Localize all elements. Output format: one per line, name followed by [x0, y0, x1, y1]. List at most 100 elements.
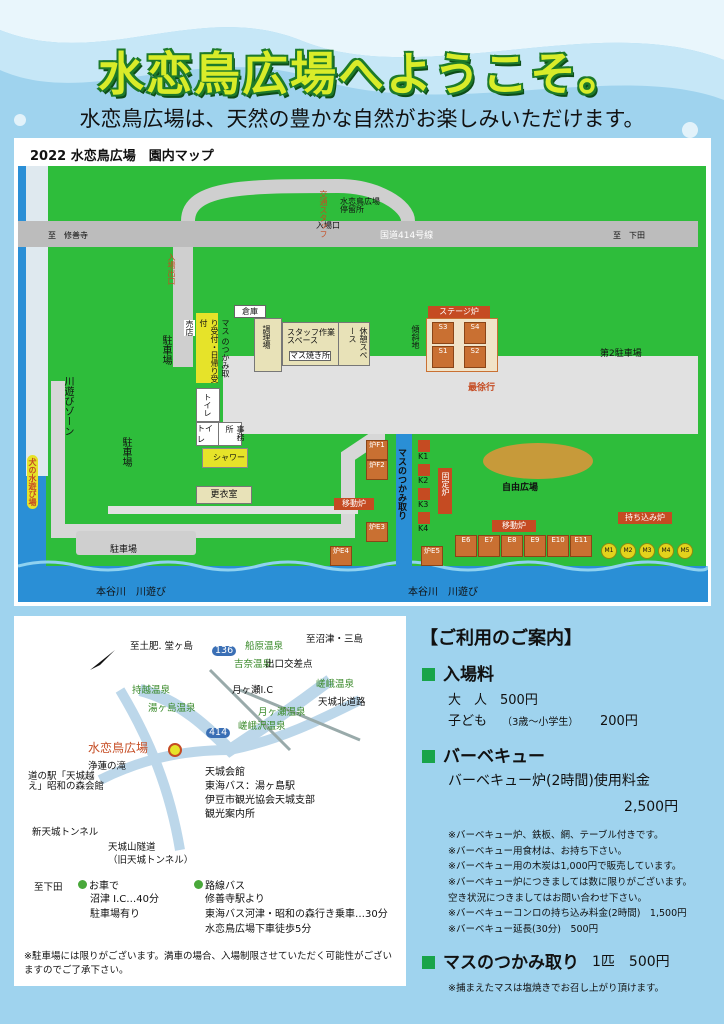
- bbq-note-3: ※バーベキュー炉につきましては数に限りがございます。: [448, 877, 693, 889]
- kitchen-label: 調理場: [262, 325, 271, 349]
- shin-tunnel: 新天城トンネル: [32, 827, 99, 838]
- tsukigase-onsen: 月ヶ瀬温泉: [258, 707, 306, 718]
- to-tsuchi: 至土肥. 堂ヶ島: [130, 641, 194, 652]
- bus-line-2: 東海バス河津・昭和の森行き乗車…30分: [205, 909, 388, 920]
- shop-label: 売店: [184, 320, 195, 336]
- mobile-furnace-label: 移動炉: [334, 498, 374, 510]
- office: 事務所: [218, 422, 245, 446]
- slow-zone-label: 最徐行: [468, 383, 496, 393]
- stage-S2: S2: [464, 346, 486, 368]
- park-map: [18, 166, 708, 602]
- michinoeki: 道の駅「天城越え」昭和の森会館: [28, 771, 105, 792]
- road-right-label: 至 下田: [613, 231, 645, 240]
- k1-marker: [418, 440, 430, 452]
- road-136: 136: [212, 646, 237, 656]
- k3-label: K3: [418, 500, 429, 509]
- tsukigase-ic: 月ヶ瀬I.C: [232, 685, 273, 696]
- warehouse: 倉庫: [234, 305, 266, 318]
- staff-space-label: スタッフ作業スペース: [287, 328, 335, 346]
- furnace-F1: 炉F1: [366, 440, 388, 460]
- masu-heading: マスのつかみ取り: [422, 948, 579, 973]
- exit-label: 入場出口: [167, 253, 176, 285]
- toilet1-label: トイレ: [203, 393, 212, 417]
- map-caption: 2022 水恋鳥広場 園内マップ: [30, 149, 214, 164]
- car-line-1: 沼津 I.C…40分: [90, 894, 160, 905]
- bus-stop-info: 東海バス：湯ヶ島駅: [205, 781, 295, 792]
- k2-marker: [418, 464, 430, 476]
- bbq-heading: バーベキュー: [422, 742, 545, 767]
- amagi-tunnel: 天城山隧道: [108, 842, 156, 853]
- carry-M4: M4: [658, 543, 674, 559]
- kitchen-building: 調理場: [254, 318, 282, 372]
- old-tunnel: （旧天城トンネル）: [108, 855, 194, 866]
- masu-reception-label: マス のつかみ取り受付・日帰り受付: [199, 319, 230, 383]
- masu-price: 1匹 500円: [592, 954, 670, 970]
- bbq-price: 2,500円: [624, 799, 679, 815]
- child-price: 200円: [600, 714, 638, 729]
- access-panel: [14, 616, 406, 986]
- kamogawa: 嵯峨温泉: [316, 679, 355, 690]
- office-label: 事務所: [225, 425, 245, 441]
- rest-space-label: 休憩スペース: [348, 327, 368, 359]
- parking-note: ※駐車場には限りがございます。満車の場合、入場制限させていただく可能性がございま…: [24, 951, 393, 977]
- gradient-label: 傾斜地: [411, 325, 420, 349]
- furnace-E6: E6: [455, 535, 477, 557]
- dog-area-label: 犬の水遊び場: [27, 455, 38, 509]
- furnace-E9: E9: [524, 535, 546, 557]
- river-left-label: 本谷川 川遊び: [96, 587, 166, 598]
- k2-label: K2: [418, 476, 429, 485]
- page-subtitle: 水恋鳥広場は、天然の豊かな自然がお楽しみいただけます。: [79, 107, 645, 131]
- fixed-furnace-label: 固定炉: [441, 472, 450, 496]
- bbq-fee: バーベキュー炉(2時間)使用料金: [448, 773, 650, 789]
- masu-note: ※捕まえたマスは塩焼きでお召し上がり頂けます。: [448, 983, 665, 994]
- mochikoshi: 持越温泉: [132, 685, 171, 696]
- parking-label-1: 駐車場: [160, 335, 171, 365]
- road-name-label: 国道414号線: [380, 231, 434, 241]
- carry-M5: M5: [677, 543, 693, 559]
- bbq-note-5: ※バーベキューコンロの持ち込み料金(2時間) 1,500円: [448, 908, 687, 920]
- access-map: [90, 650, 363, 851]
- bbq-note-1: ※バーベキュー用食材は、お持ち下さい。: [448, 845, 627, 857]
- to-shimoda: 至下田: [34, 882, 63, 893]
- road-414: 414: [206, 728, 231, 738]
- k3-marker: [418, 488, 430, 500]
- k4-label: K4: [418, 524, 429, 533]
- adult-price: 大 人 500円: [448, 693, 538, 708]
- shop-building: マス のつかみ取り受付・日帰り受付: [196, 313, 230, 383]
- joren-falls: 浄蓮の滝: [88, 761, 127, 772]
- bus-line-1: 修善寺駅より: [205, 894, 265, 905]
- masu-catch-label: マスのつかみ取り: [396, 448, 406, 520]
- bus-stop-label: 水恋鳥広場停留所: [340, 197, 380, 215]
- furnace-E11: E11: [570, 535, 592, 557]
- yoshina: 吉奈温泉: [234, 659, 273, 670]
- carry-M1: M1: [601, 543, 617, 559]
- mobile-furnace-label-2: 移動炉: [492, 520, 536, 532]
- furnace-E7: E7: [478, 535, 500, 557]
- carry-in-label: 持ち込み炉: [618, 512, 672, 524]
- river-zone-label: 川遊びゾーン: [62, 376, 73, 436]
- furnace-E8: E8: [501, 535, 523, 557]
- carry-M3: M3: [639, 543, 655, 559]
- kanko-1: 伊豆市観光協会天城支部: [205, 795, 315, 806]
- amagi-kaikan: 天城会館: [205, 767, 245, 778]
- rest-space: 休憩スペース: [338, 322, 370, 366]
- bbq-note-4: 空き状況につきましてはお問い合わせ下さい。: [448, 892, 648, 904]
- bus-line-3: 水恋鳥広場下車徒歩5分: [205, 924, 312, 935]
- parking-vertical-label: 駐車場: [120, 437, 131, 467]
- bbq-note-0: ※バーベキュー炉、鉄板、網、テーブル付きです。: [448, 830, 664, 841]
- entry-heading: 入場料: [422, 660, 494, 685]
- bbq-note-2: ※バーベキュー用の木炭は1,000円で販売しています。: [448, 861, 682, 873]
- exit-point: 出口交差点: [265, 659, 313, 670]
- road-left-label: 至 修善寺: [48, 231, 88, 240]
- shower-label: シャワー: [213, 453, 245, 462]
- parking-main-label: 駐車場: [110, 545, 138, 555]
- staff-label: 交通スタッフ: [319, 190, 328, 238]
- toilet-2: トイレ: [196, 422, 220, 446]
- river-right-label: 本谷川 川遊び: [408, 587, 478, 598]
- stage-S1: S1: [432, 346, 454, 368]
- bbq-notes: ※バーベキュー炉、鉄板、網、テーブル付きです。 ※バーベキュー用食材は、お持ち下…: [448, 828, 718, 938]
- child-age: （3歳〜小学生）: [502, 717, 579, 728]
- furnace-F2: 炉F2: [366, 460, 388, 480]
- page-title: 水恋鳥広場へようこそ。: [98, 47, 626, 101]
- spot-label: 水恋鳥広場: [88, 741, 149, 755]
